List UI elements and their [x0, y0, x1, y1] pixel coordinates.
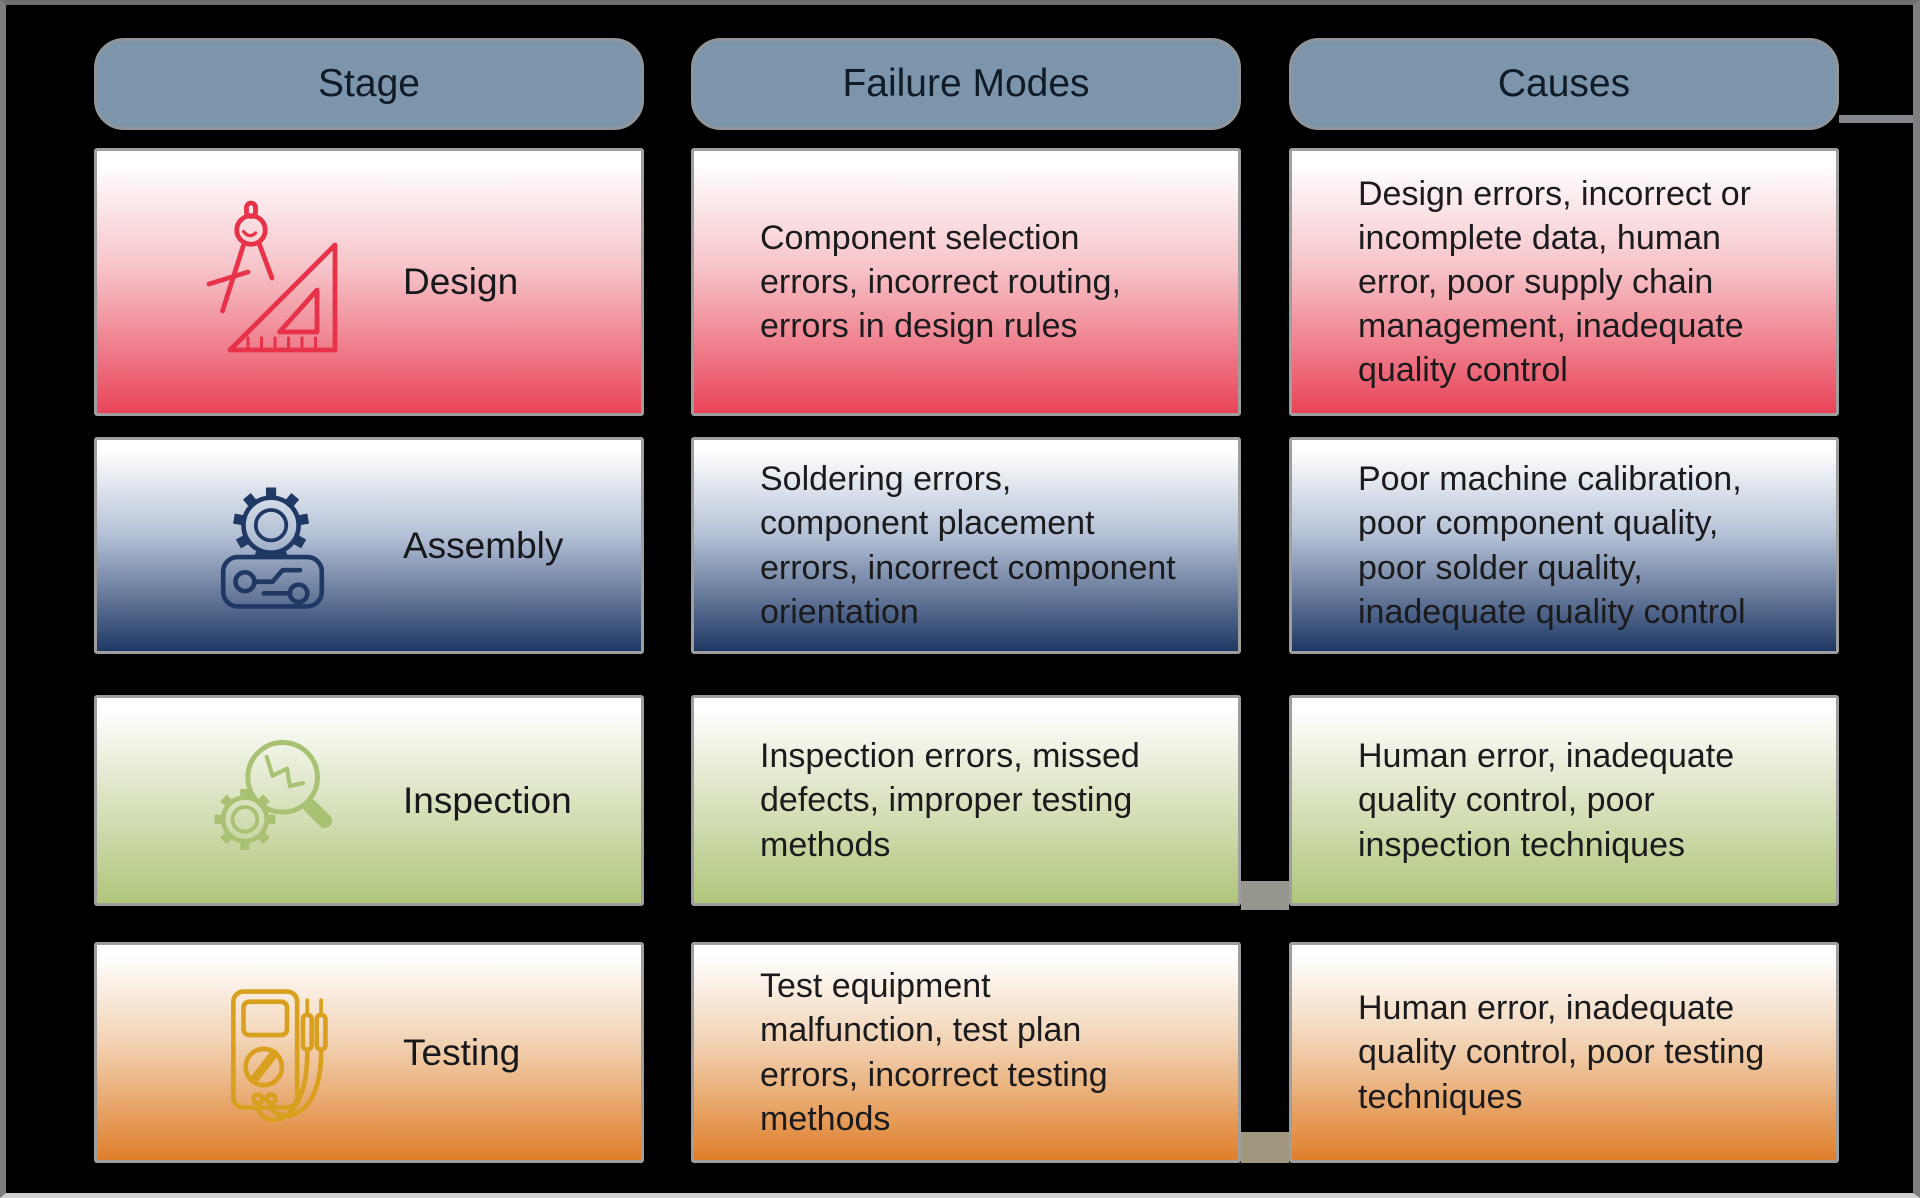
connector-strip-testing: [1241, 1132, 1289, 1163]
causes-text-design: Design errors, incorrect or incomplete d…: [1358, 174, 1752, 390]
causes-cell-testing: Human error, inadequate quality control,…: [1289, 942, 1839, 1163]
compass-set-square-icon: [197, 200, 347, 365]
failure-modes-text-assembly: Soldering errors, component placement er…: [760, 460, 1176, 631]
causes-text-testing: Human error, inadequate quality control,…: [1358, 989, 1765, 1116]
failure-modes-text-design: Component selection errors, incorrect ro…: [760, 218, 1121, 346]
causes-cell-design: Design errors, incorrect or incomplete d…: [1289, 148, 1839, 416]
header-stage: Stage: [94, 38, 644, 130]
multimeter-icon: [197, 980, 347, 1125]
stage-label-assembly: Assembly: [403, 524, 564, 566]
failure-modes-text-inspection: Inspection errors, missed defects, impro…: [760, 737, 1140, 864]
failure-modes-cell-inspection: Inspection errors, missed defects, impro…: [691, 695, 1241, 906]
failure-modes-text-testing: Test equipment malfunction, test plan er…: [760, 967, 1108, 1138]
failure-modes-cell-testing: Test equipment malfunction, test plan er…: [691, 942, 1241, 1163]
causes-text-assembly: Poor machine calibration, poor component…: [1358, 460, 1746, 631]
magnifier-gear-icon: [197, 728, 347, 873]
header-failure-modes-label: Failure Modes: [842, 62, 1090, 105]
connector-strip-inspection: [1241, 881, 1289, 910]
stage-label-design: Design: [403, 261, 519, 302]
stage-cell-design: Design: [94, 148, 644, 416]
stage-cell-assembly: Assembly: [94, 437, 644, 654]
header-causes-label: Causes: [1497, 62, 1631, 105]
header-tail-line: [1839, 115, 1913, 123]
stage-cell-inspection: Inspection: [94, 695, 644, 906]
causes-cell-assembly: Poor machine calibration, poor component…: [1289, 437, 1839, 654]
stage-label-inspection: Inspection: [403, 779, 572, 821]
stage-label-testing: Testing: [403, 1031, 521, 1073]
gear-circuit-board-icon: [197, 473, 347, 618]
failure-modes-cell-design: Component selection errors, incorrect ro…: [691, 148, 1241, 416]
stage-cell-testing: Testing: [94, 942, 644, 1163]
header-failure-modes: Failure Modes: [691, 38, 1241, 130]
causes-cell-inspection: Human error, inadequate quality control,…: [1289, 695, 1839, 906]
header-stage-label: Stage: [318, 62, 420, 105]
header-causes: Causes: [1289, 38, 1839, 130]
causes-text-inspection: Human error, inadequate quality control,…: [1358, 737, 1735, 864]
failure-modes-cell-assembly: Soldering errors, component placement er…: [691, 437, 1241, 654]
